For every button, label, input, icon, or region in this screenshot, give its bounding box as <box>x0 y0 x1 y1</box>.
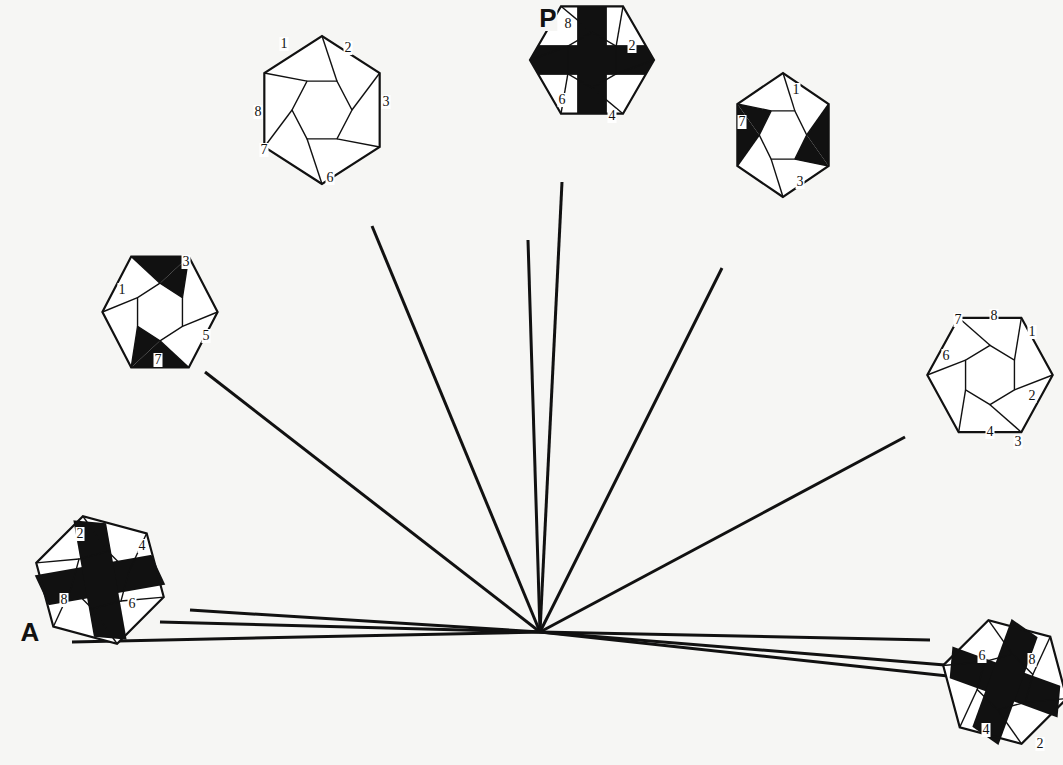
sector-number: 8 <box>990 309 999 323</box>
crystal-drawing <box>907 584 1063 765</box>
fan-line <box>72 632 540 642</box>
sector-number: 3 <box>796 175 805 189</box>
fan-line <box>528 240 540 632</box>
sector-number: 6 <box>326 171 335 185</box>
sector-number: 4 <box>608 109 617 123</box>
sector-number: 1 <box>792 83 801 97</box>
sector-number: 7 <box>738 115 747 129</box>
sector-number: 6 <box>558 93 567 107</box>
sector-number: 7 <box>260 143 269 157</box>
sector-number: 4 <box>982 723 991 737</box>
sector-number: 1 <box>118 283 127 297</box>
fan-line <box>540 182 562 632</box>
sector-number: 2 <box>1036 737 1045 751</box>
sector-number: 3 <box>182 255 191 269</box>
polarizer-label: A <box>20 619 41 645</box>
fan-lines <box>72 182 985 680</box>
fan-line <box>372 226 540 632</box>
polarizer-label: P <box>538 5 557 31</box>
sector-number: 8 <box>564 17 573 31</box>
fan-line <box>540 268 722 632</box>
sector-number: 2 <box>76 527 85 541</box>
sector-number: 2 <box>344 41 353 55</box>
sector-number: 3 <box>382 95 391 109</box>
sector-number: 5 <box>202 329 211 343</box>
sector-number: 2 <box>628 39 637 53</box>
fan-line <box>540 437 905 632</box>
sector-number: 4 <box>138 539 147 553</box>
fan-line <box>540 632 985 680</box>
sector-number: 2 <box>1028 389 1037 403</box>
sector-number: 7 <box>954 313 963 327</box>
sector-number: 7 <box>154 353 163 367</box>
sector-number: 1 <box>280 37 289 51</box>
sector-number: 8 <box>254 105 263 119</box>
crystal-drawing <box>8 488 191 671</box>
sector-number: 6 <box>128 597 137 611</box>
sector-number: 4 <box>986 425 995 439</box>
crystal-drawing <box>927 318 1052 432</box>
crystal-drawing <box>102 257 217 368</box>
fan-line <box>160 622 540 632</box>
crystal-drawing <box>518 0 667 134</box>
sector-number: 1 <box>1028 325 1037 339</box>
sector-number: 3 <box>1014 435 1023 449</box>
fan-line <box>205 372 540 632</box>
sector-number: 8 <box>1028 653 1037 667</box>
fan-line <box>540 632 945 665</box>
sector-number: 8 <box>60 593 69 607</box>
sector-number: 6 <box>942 349 951 363</box>
crystal-drawing <box>737 73 828 197</box>
crystal-drawing <box>264 36 379 184</box>
sector-number: 6 <box>978 649 987 663</box>
